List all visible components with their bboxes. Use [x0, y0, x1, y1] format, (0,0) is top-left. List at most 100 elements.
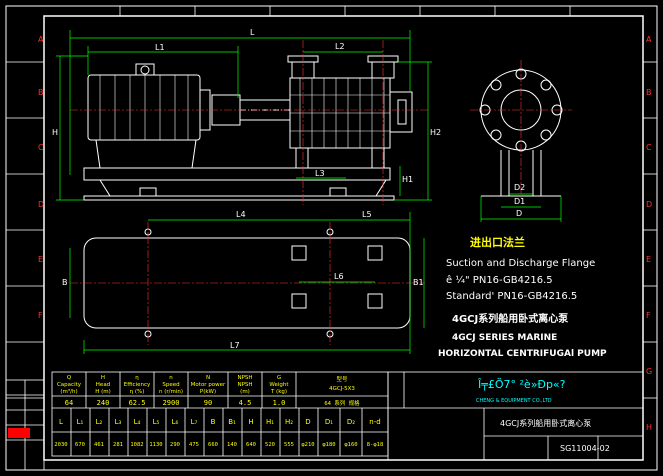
dim-label-L2: L2 [335, 42, 345, 51]
flange-centerlines [470, 60, 572, 200]
dim-table-value: 520 [265, 442, 275, 448]
dim-table-value: 2030 [54, 442, 67, 448]
param-header-unit: (m) [240, 389, 250, 395]
pump-title-cn: 4GCJ系列船用卧式离心泵 [452, 312, 569, 325]
dim-label-L1: L1 [155, 43, 165, 52]
dim-label-D2: D2 [514, 183, 525, 192]
dim-table-value: 555 [284, 442, 294, 448]
pump-title-en2: HORIZONTAL CENTRIFUGAl PUMP [438, 349, 607, 359]
zone-letter: C [38, 143, 44, 152]
param-value: 64 系列 规格 [324, 399, 360, 407]
front-dim-labels: L L1 L2 L3 H H1 H2 [52, 28, 441, 184]
param-header-name: NPSH [237, 382, 252, 388]
sheet-inner-border [43, 15, 644, 461]
zone-letter: C [646, 143, 652, 152]
dim-table-value: φ160 [344, 442, 357, 448]
plan-dimensions [69, 212, 425, 354]
dim-table-value: 475 [189, 442, 199, 448]
flange-note-line1: ê ¼" PN16-GB4216.5 [446, 274, 553, 286]
params-table-grid [51, 371, 389, 457]
param-value: 2900 [163, 399, 180, 407]
dim-label-B1: B1 [413, 278, 424, 287]
dim-table-value: 660 [208, 442, 218, 448]
param-value: 1.0 [273, 399, 286, 407]
param-header-symbol: G [277, 375, 281, 381]
title-block-grid [387, 371, 644, 461]
red-stamp-mark [8, 428, 30, 438]
dim-table-header: L [59, 418, 63, 426]
flange-note: 进出口法兰 Suction and Discharge Flange ê ¼" … [446, 235, 595, 302]
dim-table-header: B [211, 418, 216, 426]
dim-table-header: L₂ [96, 418, 103, 426]
dim-label-D: D [516, 209, 522, 218]
dim-table-value: 140 [227, 442, 237, 448]
zone-ticks [6, 6, 657, 399]
dim-table-header: H [248, 418, 253, 426]
drawing-title: 4GCJ系列船用卧式离心泵 [500, 418, 591, 428]
dim-table-value: φ210 [301, 442, 314, 448]
dim-label-D1: D1 [514, 197, 525, 206]
flange-note-title-cn: 进出口法兰 [470, 235, 525, 249]
dim-table-header: L₇ [191, 418, 198, 426]
dim-table-value: 1082 [130, 442, 143, 448]
zone-letter: E [646, 255, 651, 264]
zone-letter: F [38, 311, 43, 320]
dim-label-L3: L3 [315, 169, 325, 178]
dim-table-value: 290 [170, 442, 180, 448]
dim-table-value: 461 [94, 442, 104, 448]
dim-table-header: L₅ [153, 418, 160, 426]
param-header-unit: T (kg) [270, 389, 287, 395]
zone-letter: F [646, 311, 651, 320]
param-header-unit: H (m) [95, 389, 111, 395]
dim-table-value: 8-φ18 [367, 442, 384, 448]
param-header-symbol: n [169, 375, 173, 381]
param-header-unit: η (%) [130, 389, 145, 395]
param-header-symbol: N [206, 375, 210, 381]
zone-letters: A B C D E F A B C D E F G H [38, 35, 652, 432]
dim-label-L4: L4 [236, 210, 246, 219]
pump-front-view [83, 55, 413, 201]
front-dimensions [56, 30, 432, 201]
params-headers: Q Capacity (m³/h) H Head H (m) η Efficie… [57, 375, 355, 395]
zone-letter: H [646, 423, 652, 432]
plan-centerlines [70, 222, 425, 345]
plan-dim-labels: L4 L5 L6 L7 B B1 [62, 210, 424, 350]
param-header-symbol: Q [67, 375, 72, 381]
param-value: 240 [97, 399, 110, 407]
flange-dimensions [480, 193, 562, 222]
dim-table-header: H₂ [285, 418, 293, 426]
param-header-name: Motor power [191, 382, 226, 388]
params-values: 64 240 62.5 2900 90 4.5 1.0 64 系列 规格 [65, 399, 360, 407]
company-name-en: CHENG & EQUIPMENT CO.,LTD [476, 398, 552, 404]
dim-label-H1: H1 [402, 175, 413, 184]
flange-note-title-en: Suction and Discharge Flange [446, 258, 595, 269]
param-header-unit: n (r/min) [159, 389, 183, 395]
dim-table-header: H₁ [266, 418, 274, 426]
zone-letter: E [38, 255, 43, 264]
dim-table-header: D₁ [325, 418, 333, 426]
param-header-symbol: η [135, 375, 139, 381]
param-header-name: Capacity [57, 382, 82, 388]
param-value: 62.5 [129, 399, 146, 407]
flange-dim-labels: D2 D1 D [514, 183, 525, 218]
param-header-name: Speed [162, 382, 179, 388]
dim-table-header: n-d [369, 418, 380, 426]
param-header-symbol: NPSH [237, 375, 252, 381]
dim-label-L7: L7 [230, 341, 240, 350]
zone-letter: D [646, 200, 652, 209]
zone-letter: G [646, 367, 652, 376]
param-header-name: Weight [269, 382, 289, 388]
dim-table-value: φ180 [322, 442, 335, 448]
front-centerlines [70, 40, 430, 205]
dim-table-header: L₆ [172, 418, 179, 426]
dim-table-value: 640 [246, 442, 256, 448]
dim-table-header: L₄ [134, 418, 141, 426]
dim-table-header: B₁ [228, 418, 236, 426]
company-name-garbled: Î╤£Ö7° ²è»Ðp«? [477, 378, 566, 391]
zone-letter: B [38, 88, 44, 97]
param-header-unit: P(kW) [200, 389, 216, 395]
dim-label-L: L [250, 28, 255, 37]
